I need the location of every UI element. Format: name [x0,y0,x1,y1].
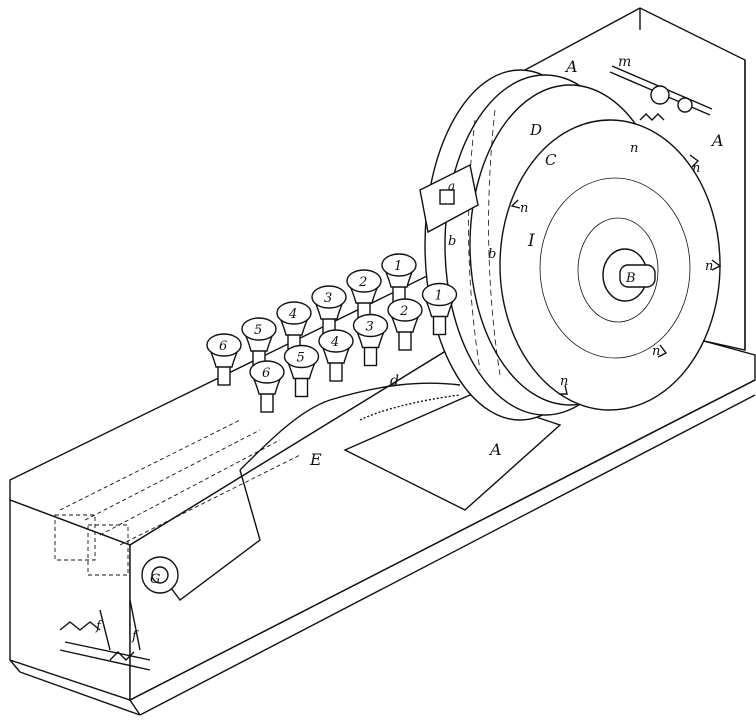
label-A-top: A [564,57,578,76]
key-front-cap [249,360,285,384]
label-C: C [545,151,557,169]
key-back-3: 3 [311,285,347,338]
label-B: B [625,271,636,286]
reference-labels: A A A D C I B E a b b d G m n n n n n n … [95,54,724,644]
key-front-5: 5 [283,344,320,398]
spring-1 [59,621,101,631]
key-front-cap [387,298,423,322]
key-front-cap [421,282,458,307]
key-back-6: 6 [206,333,242,386]
label-D: D [529,121,542,139]
key-front-4: 4 [318,329,354,382]
key-front-label: 2 [399,304,408,319]
label-n3: n [705,259,713,274]
indicator-slot [439,189,455,205]
label-n2: n [692,161,700,176]
crank-assembly [59,556,179,671]
label-G: G [150,572,160,587]
label-m: m [618,54,631,70]
key-front-label: 1 [435,289,443,304]
key-back-label: 4 [288,307,297,322]
label-I: I [527,231,535,251]
spring-2 [109,651,135,661]
axle-shaft [619,264,656,288]
key-front-label: 6 [262,366,270,381]
key-front-label: 3 [366,320,374,335]
key-back-1: 1 [381,253,417,306]
wheel-drum [419,65,722,421]
key-back-label: 1 [394,259,402,274]
key-back-cap [381,253,417,277]
key-back-4: 4 [276,301,312,354]
key-front-3: 3 [352,313,389,367]
key-back-2: 2 [346,269,382,322]
label-n1: n [630,141,638,156]
label-n4: n [652,344,660,359]
label-a: a [448,179,455,193]
key-front-cap [318,329,354,353]
cutaway-edge [239,382,461,471]
label-b2: b [488,247,496,262]
key-front-2: 2 [387,298,423,351]
label-n5: n [560,374,568,389]
key-back-cap [311,285,347,309]
key-back-label: 6 [219,339,227,354]
key-back-cap [276,301,312,325]
label-n6: n [520,201,528,216]
spring-feather [359,394,461,421]
key-back-5: 5 [241,317,277,370]
keys-row-back: 6 5 4 3 2 1 [206,253,417,386]
key-front-label: 5 [297,351,305,366]
key-back-label: 3 [324,291,332,306]
key-front-cap [352,313,389,338]
key-front-label: 4 [330,335,339,350]
key-back-cap [241,317,277,341]
label-f2: f [131,629,139,644]
key-back-label: 2 [358,275,367,290]
label-E: E [309,450,322,469]
key-back-label: 5 [254,323,262,338]
key-front-1: 1 [421,282,458,336]
label-f1: f [95,619,103,634]
key-back-cap [206,333,242,357]
label-A-floor: A [488,440,502,459]
label-b1: b [448,234,456,249]
floor-plate [343,394,562,511]
key-front-6: 6 [249,360,285,413]
keys-row-front: 6 5 4 3 2 1 [249,282,458,413]
hidden-lines [54,419,301,576]
label-A-right: A [710,131,724,150]
key-front-cap [283,344,320,369]
key-back-cap [346,269,382,293]
label-d: d [390,373,399,389]
